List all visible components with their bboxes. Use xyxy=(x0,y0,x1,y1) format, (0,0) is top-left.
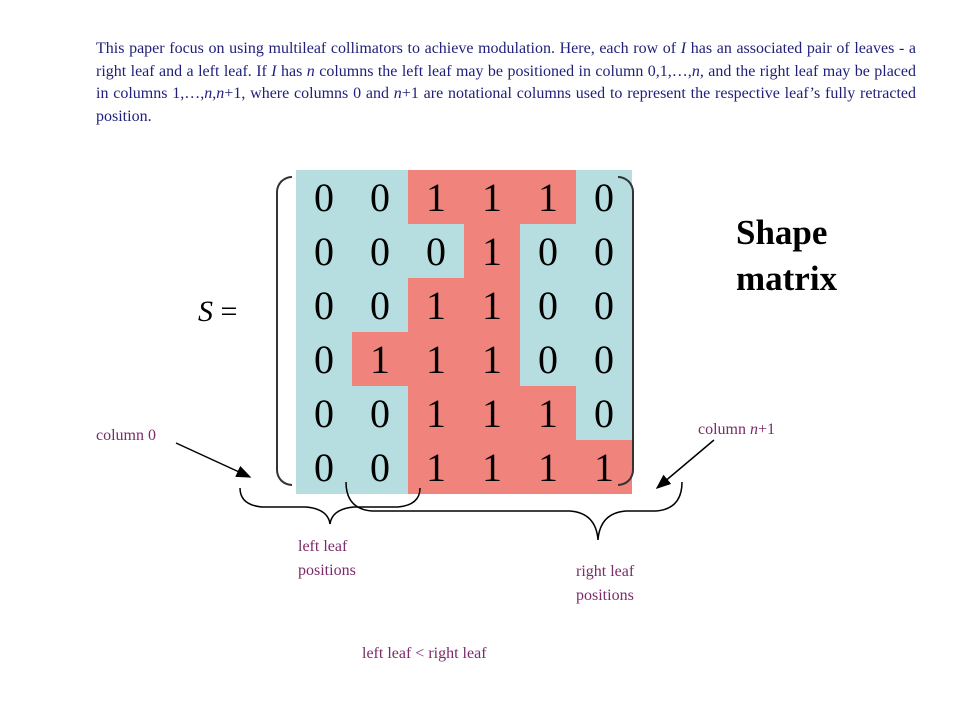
matrix-cell: 0 xyxy=(296,278,352,332)
matrix-cell: 1 xyxy=(464,170,520,224)
right-leaf-positions-label: right leaf positions xyxy=(576,560,634,608)
matrix-cell: 1 xyxy=(464,440,520,494)
matrix-cell: 0 xyxy=(520,224,576,278)
matrix-cell: 1 xyxy=(408,278,464,332)
matrix-cell: 0 xyxy=(352,440,408,494)
matrix-cell: 0 xyxy=(296,440,352,494)
shape-matrix-title: Shape matrix xyxy=(736,210,906,302)
right-leaf-label-line2: positions xyxy=(576,587,634,604)
matrix-cell: 0 xyxy=(576,386,632,440)
left-leaf-brace xyxy=(239,487,421,525)
column-0-arrow xyxy=(175,442,252,478)
left-leaf-label-line1: left leaf xyxy=(298,538,348,555)
matrix-cell: 0 xyxy=(296,224,352,278)
matrix-cell: 0 xyxy=(296,170,352,224)
right-leaf-label-line1: right leaf xyxy=(576,563,635,580)
matrix-cell: 1 xyxy=(408,332,464,386)
left-leaf-positions-label: left leaf positions xyxy=(298,535,356,583)
right-leaf-brace xyxy=(345,481,683,541)
matrix-cell: 0 xyxy=(576,278,632,332)
intro-paragraph: This paper focus on using multileaf coll… xyxy=(96,40,917,125)
matrix-cell: 1 xyxy=(520,440,576,494)
matrix-cell: 0 xyxy=(352,224,408,278)
shape-matrix-title-line2: matrix xyxy=(736,259,838,298)
matrix-cell: 1 xyxy=(464,332,520,386)
matrix-cell: 1 xyxy=(352,332,408,386)
matrix-cell: 1 xyxy=(408,386,464,440)
matrix-cell: 0 xyxy=(352,278,408,332)
leaf-comparison-label: left leaf < right leaf xyxy=(362,645,487,662)
matrix-cell: 0 xyxy=(576,332,632,386)
column-n-plus-1-arrow xyxy=(655,439,715,489)
left-leaf-label-line2: positions xyxy=(298,562,356,579)
matrix-cell: 1 xyxy=(464,278,520,332)
matrix-cell: 0 xyxy=(352,170,408,224)
matrix-symbol: S xyxy=(198,295,213,328)
matrix-cell: 1 xyxy=(464,224,520,278)
matrix-equation-label: S = xyxy=(198,295,237,329)
matrix-cell: 0 xyxy=(352,386,408,440)
matrix-cell: 1 xyxy=(520,170,576,224)
matrix-cell: 1 xyxy=(464,386,520,440)
matrix-cell: 1 xyxy=(408,440,464,494)
matrix-cell: 1 xyxy=(520,386,576,440)
matrix-cell: 0 xyxy=(296,386,352,440)
matrix-cell: 0 xyxy=(408,224,464,278)
matrix-cell: 0 xyxy=(520,278,576,332)
matrix-cell: 0 xyxy=(520,332,576,386)
equals-sign: = xyxy=(220,295,238,328)
column-0-label: column 0 xyxy=(96,427,156,444)
shape-matrix-title-line1: Shape xyxy=(736,213,828,252)
column-n-plus-1-label: column n+1 xyxy=(698,421,776,438)
matrix-cell: 1 xyxy=(408,170,464,224)
matrix-cell: 0 xyxy=(296,332,352,386)
matrix-cell: 0 xyxy=(576,224,632,278)
